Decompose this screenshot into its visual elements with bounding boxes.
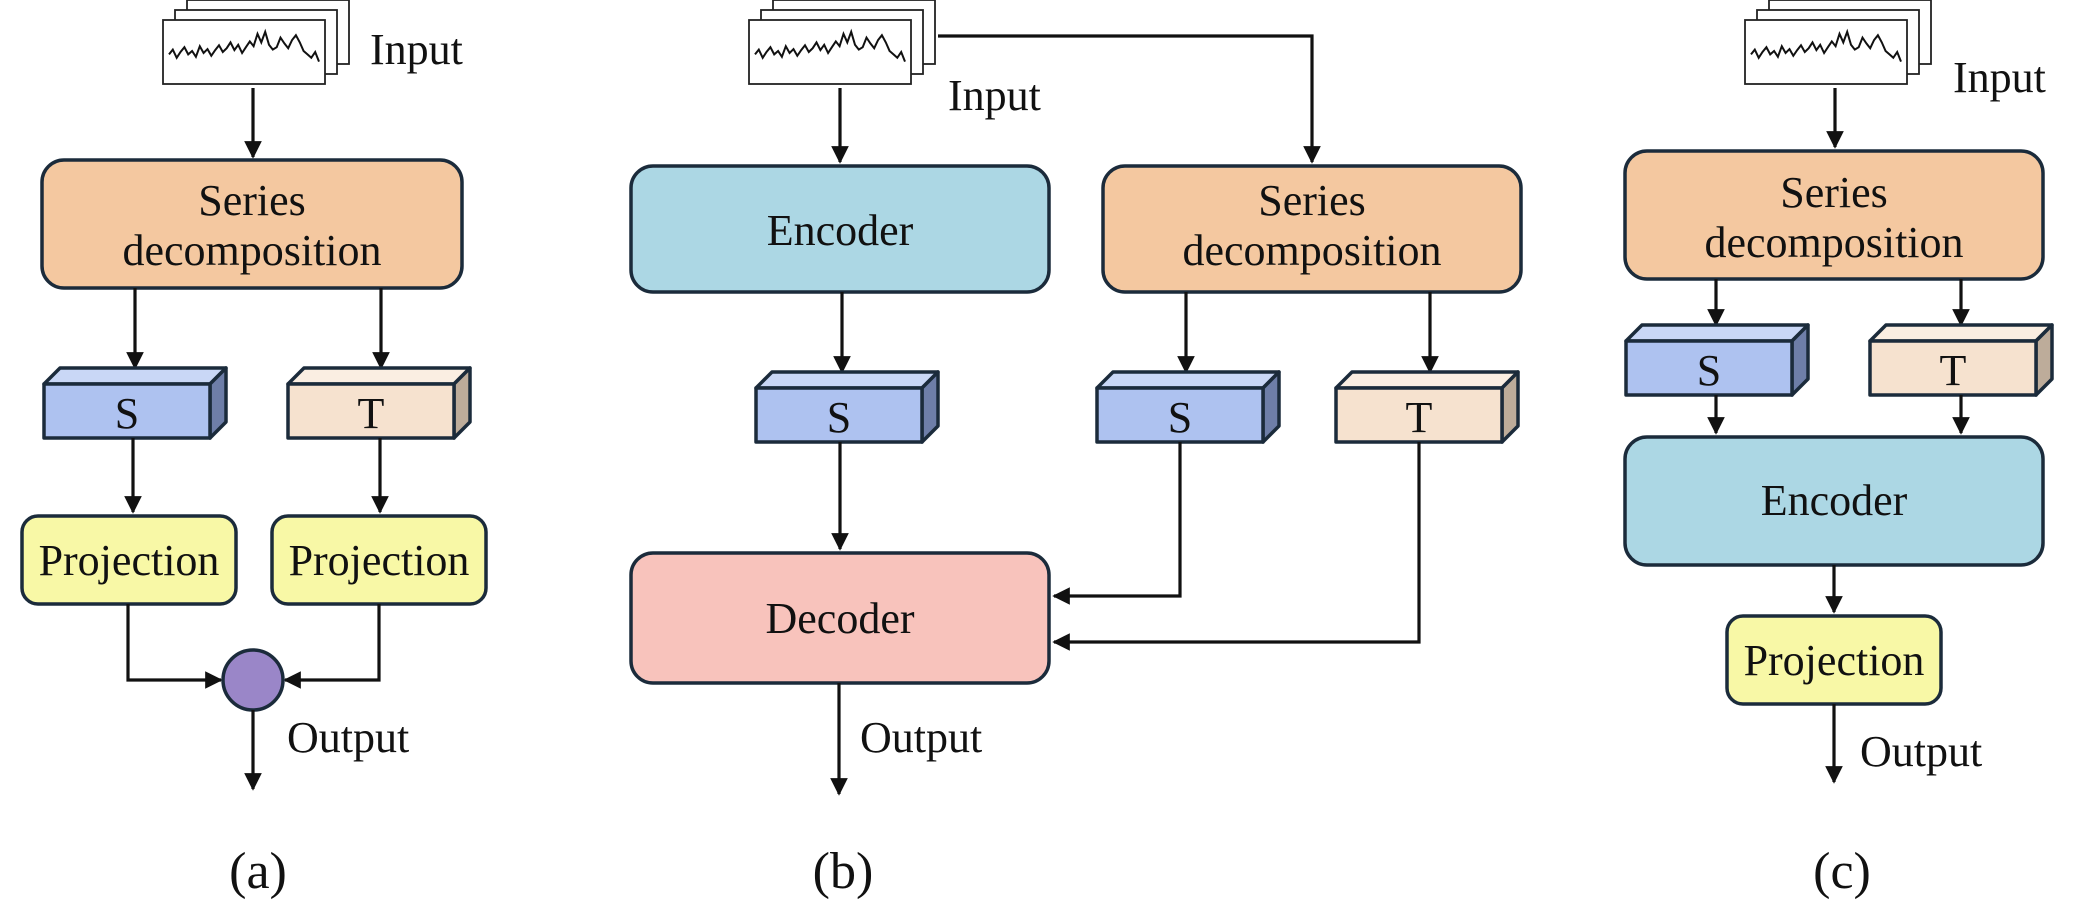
- block-top-face: [1868, 323, 2054, 343]
- block-front-face: [754, 386, 924, 444]
- decomposition-label-line2: decomposition: [1182, 226, 1441, 275]
- series-line: [1750, 28, 1902, 62]
- projection-label: Projection: [1744, 636, 1925, 685]
- input-label: Input: [1953, 53, 2046, 102]
- seasonal-left-label: S: [827, 393, 851, 442]
- sum-node-icon: [221, 648, 285, 712]
- series-line: [168, 28, 320, 62]
- encoder-label: Encoder: [767, 206, 914, 255]
- input-label: Input: [370, 25, 463, 74]
- seasonal-component-block: [42, 366, 228, 440]
- time-series-stack-icon: [748, 0, 936, 85]
- block-top-face: [42, 366, 228, 386]
- output-label: Output: [287, 713, 409, 762]
- caption-c: (c): [1813, 843, 1871, 900]
- block-top-face: [1334, 370, 1520, 390]
- block-front-face: [42, 382, 212, 440]
- trend-label: T: [1406, 393, 1433, 442]
- arrow-seasonal-to-decoder: [1052, 442, 1182, 605]
- time-series-stack-icon: [1744, 0, 1932, 85]
- decomposition-label-line2: decomposition: [1704, 218, 1963, 267]
- series-decomposition-box: [1623, 149, 2045, 281]
- arrow-trend-to-decoder: [1052, 442, 1421, 651]
- block-top-face: [1095, 370, 1281, 390]
- decomposition-label-line1: Series: [198, 176, 306, 225]
- trend-component-block: [1334, 370, 1520, 444]
- block-front-face: [286, 382, 456, 440]
- arrow-projection-right-to-sum: [283, 604, 381, 689]
- decomposition-label-line1: Series: [1258, 176, 1366, 225]
- projection-left-label: Projection: [39, 536, 220, 585]
- caption-a: (a): [229, 843, 287, 900]
- arrow-projection-left-to-sum: [126, 604, 223, 689]
- seasonal-label: S: [115, 389, 139, 438]
- series-line: [754, 28, 906, 62]
- trend-label: T: [1940, 346, 1967, 395]
- block-front-face: [1334, 386, 1504, 444]
- encoder-box: [629, 164, 1051, 294]
- panel-c: Input Series decomposition S T Encoder P…: [1623, 0, 2054, 900]
- seasonal-label: S: [1697, 346, 1721, 395]
- seasonal-component-block: [1095, 370, 1281, 444]
- block-top-face: [1624, 323, 1810, 343]
- decoder-label: Decoder: [765, 594, 914, 643]
- panel-b: Input Encoder Series decomposition S S T…: [629, 0, 1523, 900]
- block-top-face: [754, 370, 940, 390]
- trend-component-block: [1868, 323, 2054, 397]
- trend-label: T: [358, 389, 385, 438]
- caption-b: (b): [813, 843, 874, 900]
- output-label: Output: [860, 713, 982, 762]
- series-decomposition-box: [1101, 164, 1523, 294]
- encoder-label: Encoder: [1761, 476, 1908, 525]
- block-front-face: [1624, 339, 1794, 397]
- panel-a: Input Series decomposition S T Projectio…: [20, 0, 488, 900]
- block-top-face: [286, 366, 472, 386]
- decomposition-label-line1: Series: [1780, 168, 1888, 217]
- time-series-stack-icon: [162, 0, 350, 85]
- trend-component-block: [286, 366, 472, 440]
- seasonal-right-label: S: [1168, 393, 1192, 442]
- seasonal-component-block: [754, 370, 940, 444]
- projection-right-label: Projection: [289, 536, 470, 585]
- series-decomposition-box: [40, 158, 464, 290]
- seasonal-component-block: [1624, 323, 1810, 397]
- block-front-face: [1868, 339, 2038, 397]
- output-label: Output: [1860, 727, 1982, 776]
- input-label: Input: [948, 71, 1041, 120]
- decomposition-label-line2: decomposition: [122, 226, 381, 275]
- arrow-input-to-decomposition: [938, 34, 1321, 164]
